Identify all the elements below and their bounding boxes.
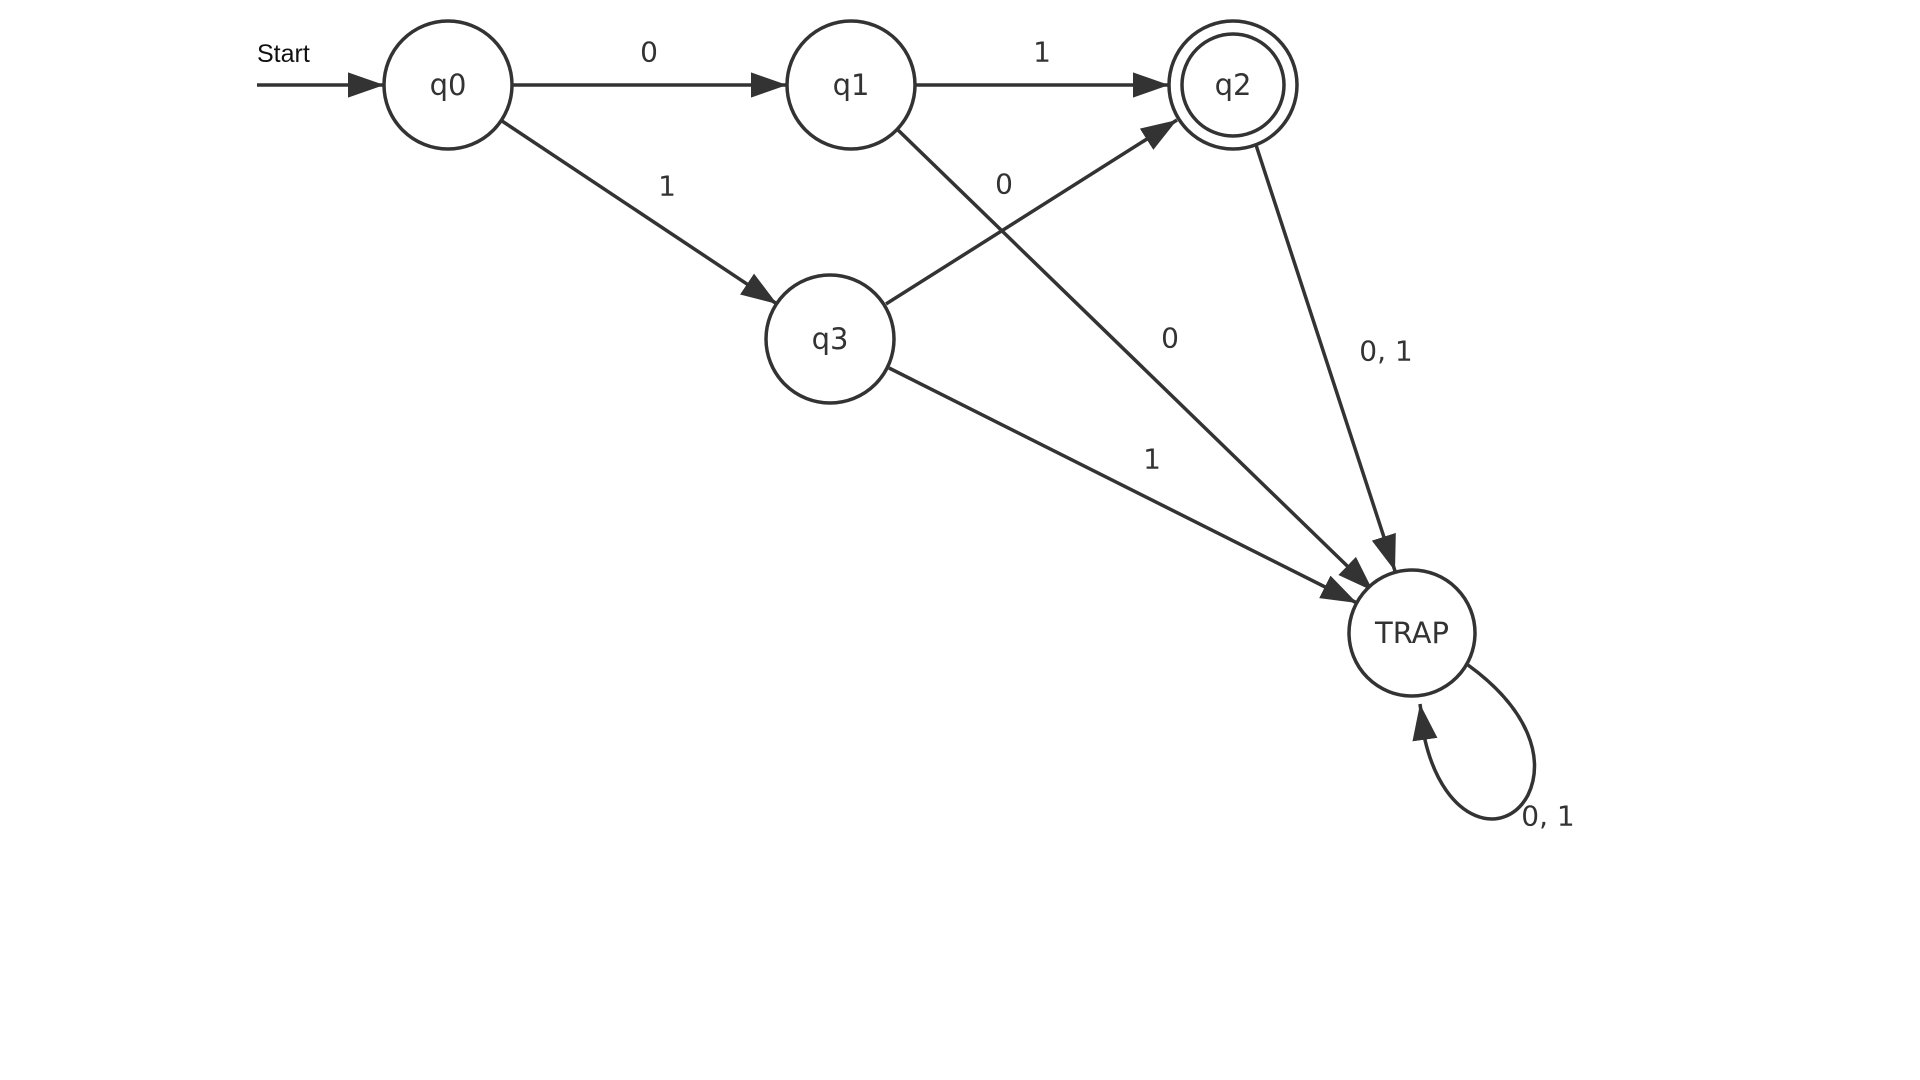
edge-label-q0-q3: 1	[658, 170, 676, 203]
state-q2-accepting[interactable]: q2	[1167, 19, 1299, 151]
edge-q3-trap	[888, 366, 1358, 605]
edge-trap-self-loop	[1412, 663, 1537, 821]
edge-q3-q2	[885, 118, 1178, 306]
edge-label-trap-loop: 0, 1	[1521, 800, 1574, 833]
state-circle	[1347, 568, 1477, 698]
edge-label-q3-trap: 1	[1143, 443, 1161, 476]
state-circle	[382, 19, 514, 151]
start-label: Start	[257, 40, 310, 68]
state-label: q0	[430, 68, 467, 102]
edge-q2-trap	[1254, 144, 1397, 572]
edge-label-q0-q1: 0	[640, 36, 658, 69]
state-label: TRAP	[1374, 616, 1449, 650]
edge-label-q2-trap: 0, 1	[1359, 335, 1412, 368]
state-trap[interactable]: TRAP	[1347, 568, 1477, 698]
edge-label-q1-trap: 0	[1161, 322, 1179, 355]
state-label: q1	[833, 68, 870, 102]
state-label: q3	[812, 322, 849, 356]
state-inner-circle	[1180, 32, 1286, 138]
state-q0[interactable]: q0	[382, 19, 514, 151]
state-circle	[764, 273, 896, 405]
state-circle	[785, 19, 917, 151]
state-q1[interactable]: q1	[785, 19, 917, 151]
edge-q1-trap	[896, 128, 1375, 593]
edge-q0-q3	[501, 119, 778, 306]
edge-label-q1-q2: 1	[1033, 36, 1051, 69]
state-q3[interactable]: q3	[764, 273, 896, 405]
state-label: q2	[1215, 68, 1252, 102]
edge-label-q3-q2: 0	[995, 168, 1013, 201]
